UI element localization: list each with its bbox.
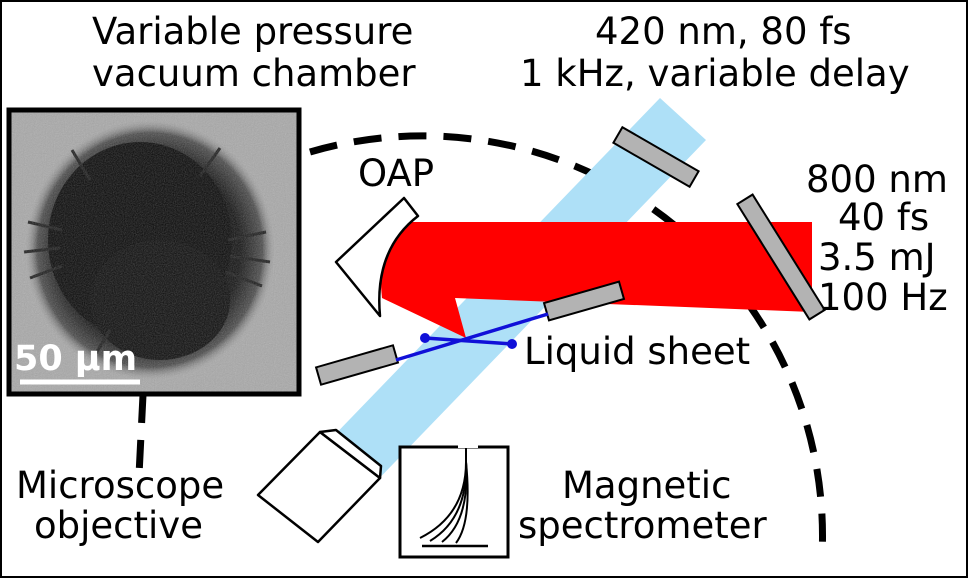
jet-nozzle-right — [542, 280, 626, 322]
probe-label-line2: 1 kHz, variable delay — [520, 52, 910, 95]
chamber-label-line2: vacuum chamber — [92, 52, 416, 95]
pump-window — [735, 193, 827, 321]
spectrometer-label-line1: Magnetic — [562, 464, 731, 507]
liquid-jet-dot-left — [420, 333, 430, 343]
shadowgraph-microscope-image — [6, 107, 302, 397]
scale-bar-label: 50 μm — [14, 339, 137, 379]
magnetic-spectrometer-icon — [398, 442, 510, 559]
liquid-jet-dot-right — [507, 339, 517, 349]
jet-nozzle-left — [314, 344, 400, 386]
objective-label-line1: Microscope — [16, 464, 224, 507]
pump-label-line3: 3.5 mJ — [818, 236, 936, 279]
pump-label-line1: 800 nm — [806, 158, 948, 201]
off-axis-parabolic-mirror-icon — [334, 196, 420, 318]
pump-label-line4: 100 Hz — [818, 276, 948, 319]
oap-label: OAP — [358, 152, 434, 195]
objective-label-line2: objective — [34, 504, 203, 547]
liquid-jet-line — [395, 312, 549, 362]
chamber-label-line1: Variable pressure — [92, 10, 413, 53]
liquid-sheet-label: Liquid sheet — [524, 330, 750, 373]
vacuum-chamber-boundary — [309, 132, 826, 557]
vacuum-chamber-boundary-lower — [135, 394, 147, 476]
microscope-objective-icon — [256, 428, 383, 544]
pump-label-line2: 40 fs — [838, 196, 929, 239]
pump-beam — [380, 222, 812, 338]
liquid-sheet-line — [424, 336, 513, 346]
probe-label-line1: 420 nm, 80 fs — [595, 10, 852, 53]
probe-window — [612, 125, 700, 189]
spectrometer-label-line2: spectrometer — [518, 504, 767, 547]
